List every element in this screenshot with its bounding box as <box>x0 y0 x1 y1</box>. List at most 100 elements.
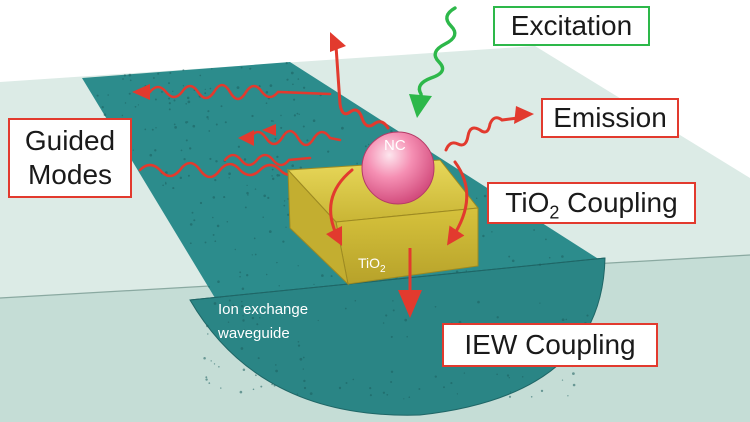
speckle-dot <box>275 369 278 373</box>
speckle-dot <box>236 86 240 89</box>
speckle-dot <box>241 300 243 303</box>
speckle-dot <box>276 261 278 264</box>
speckle-dot <box>477 300 480 304</box>
speckle-dot <box>283 200 286 202</box>
speckle-dot <box>155 127 157 129</box>
speckle-dot <box>254 188 257 190</box>
waveguide-front-edge <box>189 257 606 301</box>
speckle-dot <box>483 194 487 198</box>
speckle-dot <box>226 220 229 223</box>
speckle-dot <box>137 104 139 106</box>
speckle-dot <box>286 78 289 81</box>
speckle-dot <box>220 105 223 108</box>
speckle-dot <box>271 177 275 181</box>
guided-modes-label: Guided Modes <box>8 118 132 198</box>
speckle-dot <box>189 242 192 245</box>
speckle-dot <box>189 223 193 226</box>
speckle-dot <box>463 372 466 374</box>
speckle-dot <box>199 201 203 205</box>
guided-mode-waves <box>138 83 342 179</box>
guided-wave-3 <box>138 161 342 179</box>
guided-wave-2 <box>248 129 342 147</box>
speckle-dot <box>212 233 215 236</box>
tio2-block-side <box>287 168 349 286</box>
speckle-dot <box>187 174 190 177</box>
speckle-dot <box>299 357 303 361</box>
speckle-dot <box>185 139 188 142</box>
speckle-dot <box>302 368 304 370</box>
speckle-dot <box>278 174 281 177</box>
tio2-block-label-main: TiO <box>358 255 380 271</box>
speckle-dot <box>242 319 245 322</box>
speckle-dot <box>443 386 445 389</box>
speckle-dot <box>272 120 274 122</box>
speckle-dot <box>213 302 217 305</box>
speckle-dot <box>544 238 547 241</box>
speckle-dot <box>280 126 283 129</box>
speckle-dot <box>392 300 394 302</box>
speckle-dot <box>174 126 177 129</box>
speckle-dot <box>187 100 191 104</box>
speckle-dot <box>183 157 186 161</box>
speckle-dot <box>455 270 459 274</box>
iew-coupling-label: IEW Coupling <box>442 323 658 367</box>
iew-coupling-arrowhead <box>398 290 422 318</box>
speckle-dot <box>243 329 246 331</box>
speckle-dot <box>208 130 211 132</box>
speckle-dot <box>586 314 589 317</box>
speckle-dot <box>418 388 421 390</box>
speckle-dot <box>285 226 287 228</box>
speckle-dot <box>185 103 187 105</box>
speckle-dot <box>214 179 217 182</box>
speckle-dot <box>162 184 164 187</box>
speckle-dot <box>572 372 575 375</box>
speckle-dot <box>154 149 157 152</box>
speckle-dot <box>144 128 147 131</box>
speckle-dot <box>382 391 386 394</box>
speckle-dot <box>214 240 217 243</box>
speckle-dot <box>434 375 437 378</box>
speckle-dot <box>207 333 209 335</box>
speckle-dot <box>204 92 207 95</box>
speckle-dot <box>204 88 206 91</box>
emission-waves <box>334 44 520 152</box>
speckle-dot <box>567 395 569 397</box>
speckle-dot <box>369 387 372 390</box>
speckle-dot <box>302 356 305 359</box>
speckle-dot <box>215 123 218 126</box>
speckle-dot <box>157 72 160 75</box>
speckle-dot <box>128 73 132 77</box>
speckle-dot <box>205 378 208 381</box>
speckle-dot <box>496 373 498 376</box>
speckle-dot <box>434 305 437 308</box>
speckle-dot <box>223 196 226 199</box>
speckle-dot <box>250 67 252 70</box>
speckle-dot <box>149 153 153 157</box>
guided-wave-4 <box>223 153 312 167</box>
emission-arrowhead-right <box>514 106 534 124</box>
speckle-dot <box>209 87 212 90</box>
speckle-dot <box>330 275 333 278</box>
speckle-dot <box>206 116 209 119</box>
speckle-dot <box>247 194 249 196</box>
speckle-dot <box>354 299 357 302</box>
speckle-dot <box>209 157 212 160</box>
speckle-dot <box>508 376 511 379</box>
speckle-dot <box>107 94 109 96</box>
speckle-dot <box>182 69 185 72</box>
speckle-dot <box>173 99 176 102</box>
speckle-dot <box>243 158 247 161</box>
speckle-dot <box>208 286 210 288</box>
speckle-dot <box>103 113 107 116</box>
speckle-dot <box>216 224 220 228</box>
guided-modes-line2: Modes <box>27 159 113 190</box>
nanocrystal-label: NC <box>384 137 406 154</box>
tio2-coupling-prefix: TiO <box>505 187 550 218</box>
speckle-dot <box>263 194 266 198</box>
speckle-dot <box>203 357 206 360</box>
speckle-dot <box>390 380 393 384</box>
speckle-dot <box>121 114 124 117</box>
speckle-dot <box>491 231 493 233</box>
speckle-dot <box>255 374 257 377</box>
speckle-dot <box>299 166 302 169</box>
